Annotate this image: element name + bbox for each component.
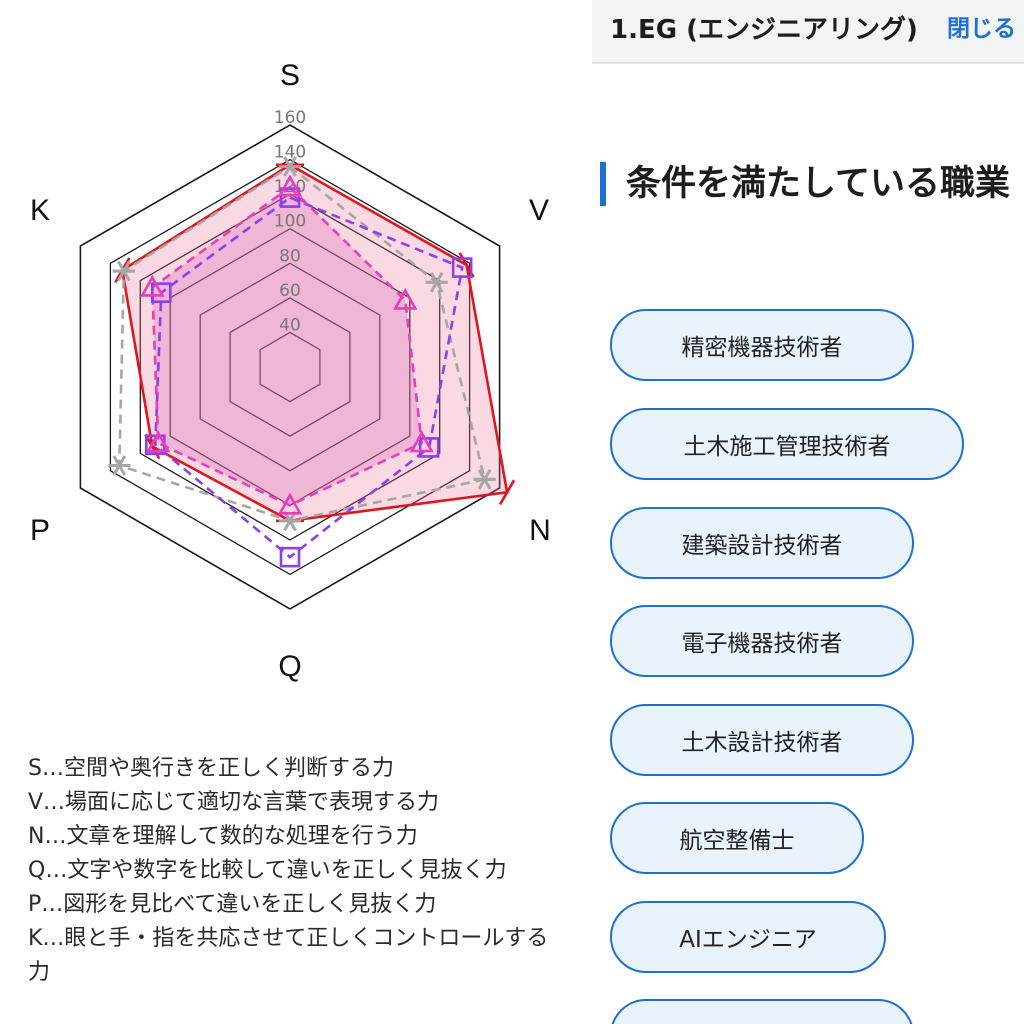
job-item-aircraft-maintenance[interactable]: 航空整備士: [610, 802, 864, 874]
section-heading-block: 条件を満たしている職業: [600, 162, 1024, 206]
job-list-panel: 1.EG (エンジニアリング) 閉じる 条件を満たしている職業 精密機器技術者 …: [592, 0, 1024, 1024]
radar-grid-ring: [79, 124, 501, 610]
radar-fill-red: [122, 164, 508, 521]
radar-tick-label: 140: [274, 143, 306, 163]
radar-tick-label: 100: [274, 212, 306, 232]
radar-axis-label-s: S: [280, 59, 300, 92]
section-heading: 条件を満たしている職業: [626, 164, 1010, 204]
radar-point-red: [498, 479, 516, 506]
panel-header: 1.EG (エンジニアリング) 閉じる: [592, 0, 1024, 64]
radar-point-pink: [140, 274, 165, 297]
legend-item-k: K…眼と手・指を共応させて正しくコントロールする力: [28, 926, 549, 985]
job-item-civil-design[interactable]: 土木設計技術者: [610, 704, 914, 776]
job-item-ai-engineer[interactable]: AIエンジニア: [610, 901, 886, 973]
radar-fill-pink: [152, 187, 422, 506]
radar-point-pink: [277, 174, 303, 197]
legend-item-v: V…場面に応じて適切な言葉で表現する力: [28, 790, 440, 815]
radar-point-purple: [418, 437, 440, 458]
radar-point-purple: [451, 257, 473, 278]
radar-axis-label-n: N: [529, 514, 551, 547]
radar-axis-label-q: Q: [278, 650, 301, 683]
aptitude-legend: S…空間や奥行きを正しく判断する力 V…場面に応じて適切な言葉で表現する力 N……: [28, 752, 568, 990]
radar-point-pink: [409, 430, 434, 453]
legend-item-n: N…文章を理解して数的な処理を行う力: [28, 824, 418, 849]
job-item-partial[interactable]: [610, 999, 914, 1024]
job-item-civil-construction-management[interactable]: 土木施工管理技術者: [610, 408, 964, 480]
radar-point-purple: [150, 282, 172, 303]
radar-axis-label-v: V: [529, 194, 549, 227]
radar-point-purple: [279, 187, 301, 208]
radar-point-purple: [279, 546, 301, 568]
radar-tick-label: 60: [279, 281, 301, 301]
legend-item-q: Q…文字や数字を比較して違いを正しく見抜く力: [28, 858, 507, 883]
job-item-precision-equipment[interactable]: 精密機器技術者: [610, 309, 914, 381]
radar-grid-ring: [199, 262, 381, 472]
radar-grid-ring: [229, 297, 351, 437]
radar-grid-ring: [259, 331, 321, 403]
radar-point-pink: [146, 430, 171, 453]
radar-axis-label-k: K: [30, 194, 50, 227]
job-item-electronics[interactable]: 電子機器技術者: [610, 605, 914, 677]
legend-item-p: P…図形を見比べて違いを正しく見抜く力: [28, 892, 437, 917]
radar-point-pink: [277, 492, 303, 515]
radar-point-pink: [393, 287, 418, 310]
radar-grid-ring: [109, 158, 471, 576]
radar-grid-ring: [139, 193, 441, 541]
job-item-architectural-design[interactable]: 建築設計技術者: [610, 507, 914, 579]
close-button[interactable]: 閉じる: [947, 16, 1016, 42]
radar-tick-label: 40: [279, 315, 301, 335]
radar-tick-label: 160: [274, 108, 306, 128]
legend-item-s: S…空間や奥行きを正しく判断する力: [28, 756, 394, 781]
radar-axis-label-p: P: [30, 514, 50, 547]
panel-title: 1.EG (エンジニアリング): [610, 15, 918, 45]
radar-tick-label: 80: [279, 246, 301, 266]
